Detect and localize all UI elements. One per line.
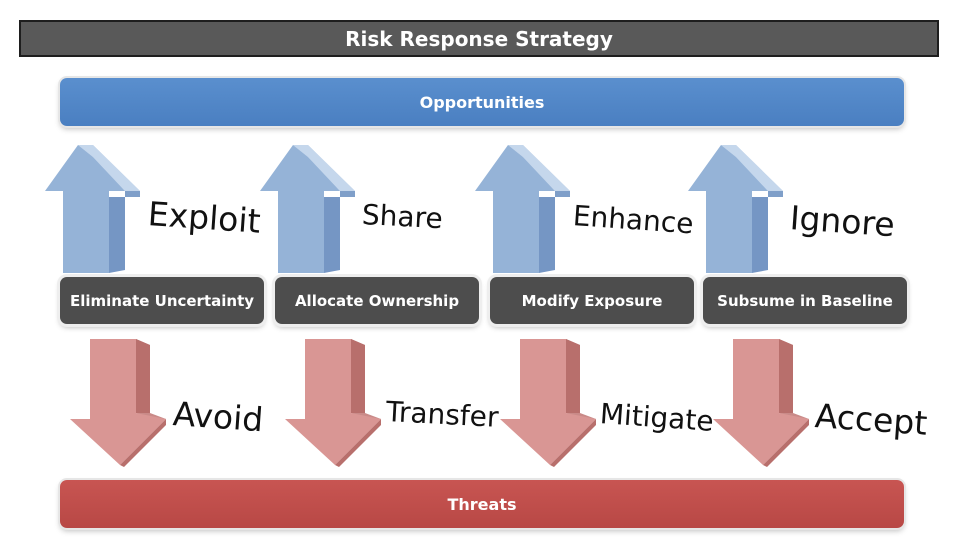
- opportunity-response-label: Ignore: [788, 198, 897, 245]
- arrow-down-3d-icon: [285, 339, 381, 467]
- action-box: Modify Exposure: [490, 277, 694, 324]
- threat-response-label: Mitigate: [598, 397, 715, 438]
- threat-response-label: Accept: [813, 396, 929, 443]
- arrow-up-3d-icon: [475, 145, 570, 273]
- opportunities-band: Opportunities: [60, 78, 904, 126]
- action-box: Subsume in Baseline: [703, 277, 907, 324]
- action-box: Allocate Ownership: [275, 277, 479, 324]
- arrow-down-3d-icon: [713, 339, 809, 467]
- opportunity-response-label: Share: [361, 198, 444, 236]
- diagram-title: Risk Response Strategy: [19, 20, 939, 57]
- opportunity-response-label: Enhance: [571, 199, 695, 241]
- arrow-up-3d-icon: [688, 145, 783, 273]
- threat-response-label: Transfer: [385, 395, 500, 434]
- action-box: Eliminate Uncertainty: [60, 277, 264, 324]
- arrow-down-3d-icon: [500, 339, 596, 467]
- threat-response-label: Avoid: [171, 394, 265, 440]
- arrow-up-3d-icon: [260, 145, 355, 273]
- arrow-up-3d-icon: [45, 145, 140, 273]
- opportunity-response-label: Exploit: [146, 194, 262, 241]
- threats-band: Threats: [60, 480, 904, 528]
- arrow-down-3d-icon: [70, 339, 166, 467]
